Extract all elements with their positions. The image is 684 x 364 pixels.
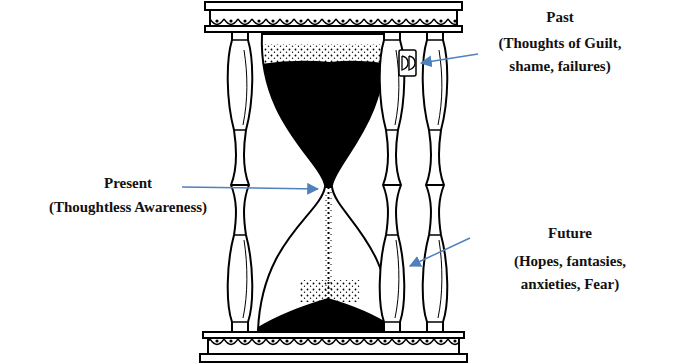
label-heading: Present <box>48 172 208 195</box>
label-note: (Thoughts of Guilt, shame, failures) <box>485 32 635 78</box>
column <box>228 32 253 332</box>
upper-bulb <box>250 34 400 190</box>
lower-bulb <box>250 187 400 332</box>
top-frame <box>205 2 462 32</box>
label-note: (Hopes, fantasies, anxieties, Fear) <box>495 250 645 296</box>
label-heading: Future <box>495 222 645 245</box>
leader-arrow <box>182 187 318 189</box>
label-note: (Thoughtless Awareness) <box>8 196 248 219</box>
leader-arrow <box>410 238 470 266</box>
label-heading: Past <box>485 6 635 29</box>
column <box>423 32 448 332</box>
bottom-frame <box>200 332 467 362</box>
column <box>380 32 405 332</box>
leader-arrow <box>421 54 478 63</box>
engraved-plaque <box>399 50 416 76</box>
